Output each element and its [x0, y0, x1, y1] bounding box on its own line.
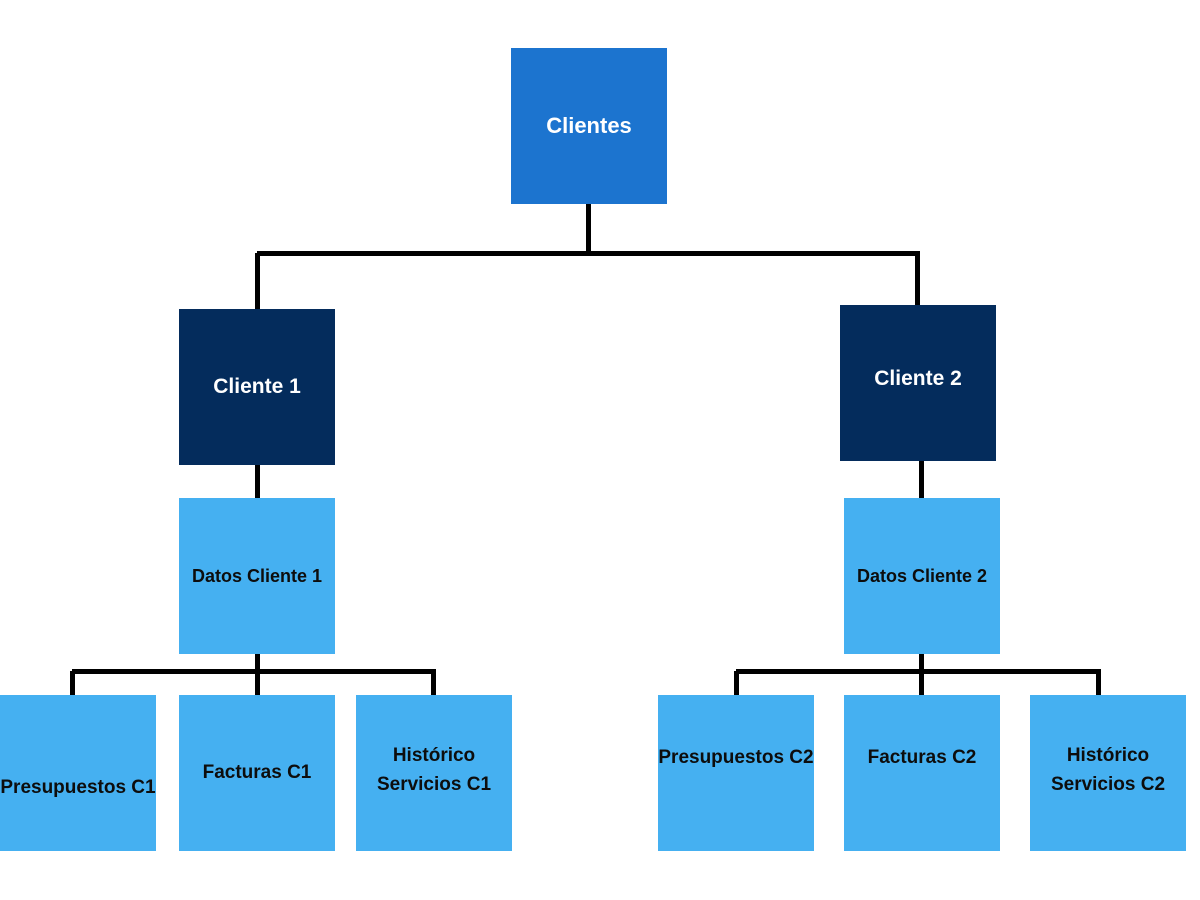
node-facturas-c1-label: Facturas C1 [202, 761, 312, 783]
node-presupuestos-c1: Presupuestos C1 [0, 695, 156, 851]
connector-to-cliente-2 [915, 253, 920, 305]
node-presupuestos-c2-label: Presupuestos C2 [658, 746, 814, 768]
connector-to-presupuestos-c1 [70, 671, 75, 695]
connector-top-horizontal [257, 251, 920, 256]
node-facturas-c2-label: Facturas C2 [867, 746, 977, 768]
connector-datos-1-down [255, 653, 260, 673]
connector-to-cliente-1 [255, 253, 260, 309]
node-datos-cliente-2-label: Datos Cliente 2 [856, 565, 988, 586]
node-historico-c1: Histórico Servicios C1 [356, 695, 512, 851]
connector-group-2-horizontal [736, 669, 1101, 674]
connector-cliente-2-to-datos [919, 460, 924, 498]
node-datos-cliente-1-label: Datos Cliente 1 [191, 565, 323, 586]
connector-root-down [586, 203, 591, 253]
node-cliente-1-label: Cliente 1 [213, 375, 301, 398]
connector-to-historico-c1 [431, 671, 436, 695]
node-presupuestos-c1-label: Presupuestos C1 [0, 776, 156, 798]
connector-datos-2-down [919, 653, 924, 673]
node-datos-cliente-1: Datos Cliente 1 [179, 498, 335, 654]
node-facturas-c2: Facturas C2 [844, 695, 1000, 851]
node-cliente-2-label: Cliente 2 [874, 367, 962, 390]
node-datos-cliente-2: Datos Cliente 2 [844, 498, 1000, 654]
node-cliente-2: Cliente 2 [840, 305, 996, 461]
connector-to-facturas-c2 [919, 671, 924, 695]
node-clientes: Clientes [511, 48, 667, 204]
node-historico-c1-label: Histórico Servicios C1 [376, 745, 492, 795]
connector-to-historico-c2 [1096, 671, 1101, 695]
node-clientes-label: Clientes [546, 113, 632, 138]
connector-cliente-1-to-datos [255, 464, 260, 498]
node-cliente-1: Cliente 1 [179, 309, 335, 465]
node-presupuestos-c2: Presupuestos C2 [658, 695, 814, 851]
connector-to-presupuestos-c2 [734, 671, 739, 695]
node-facturas-c1: Facturas C1 [179, 695, 335, 851]
node-historico-c2-label: Histórico Servicios C2 [1050, 745, 1166, 795]
node-historico-c2: Histórico Servicios C2 [1030, 695, 1186, 851]
connector-to-facturas-c1 [255, 671, 260, 695]
connector-group-1-horizontal [72, 669, 436, 674]
